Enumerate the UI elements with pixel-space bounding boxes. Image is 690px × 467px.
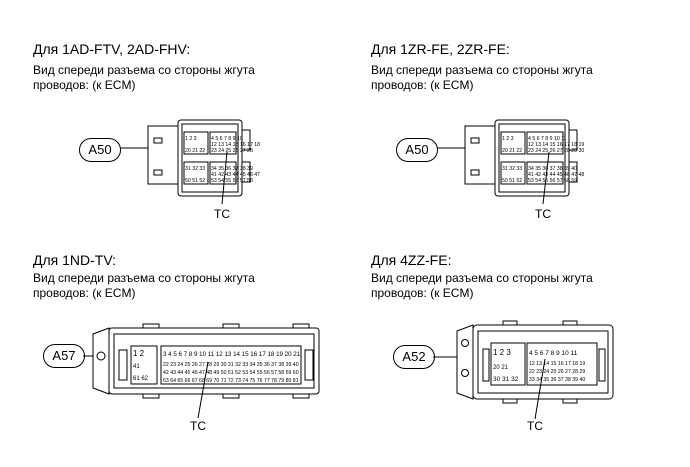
- section-description: Вид спереди разъема со стороны жгута про…: [371, 63, 593, 93]
- svg-text:41 42 43 44 45 46 47 48: 41 42 43 44 45 46 47 48: [528, 172, 584, 178]
- svg-text:4 5 6 7 8 9 10: 4 5 6 7 8 9 10: [211, 136, 243, 142]
- svg-text:31 32 33: 31 32 33: [185, 166, 205, 172]
- svg-text:3 4 5 6 7 8 9 10 11 12 13 14 1: 3 4 5 6 7 8 9 10 11 12 13 14 15 16 17 18…: [163, 351, 301, 358]
- svg-text:1 2 3: 1 2 3: [185, 136, 197, 142]
- svg-text:34 35 36 37 38 39 40: 34 35 36 37 38 39 40: [528, 166, 577, 172]
- section-description: Вид спереди разъема со стороны жгута про…: [33, 63, 255, 93]
- terminal-label: TC: [190, 419, 206, 433]
- connector-code: A52: [402, 349, 426, 364]
- svg-text:20 21 22: 20 21 22: [185, 148, 205, 154]
- svg-text:34 35 36 37 38 39: 34 35 36 37 38 39: [211, 166, 253, 172]
- svg-text:50 51 52: 50 51 52: [185, 178, 205, 184]
- section-title: Для 1AD-FTV, 2AD-FHV:: [33, 41, 191, 57]
- connector-code: A50: [405, 142, 429, 157]
- description-line-1: Вид спереди разъема со стороны жгута: [371, 271, 593, 285]
- svg-text:22 23 24 25 26 27 28 29: 22 23 24 25 26 27 28 29: [529, 369, 585, 375]
- svg-text:42 43 44 45 46 47 48 49 50 51: 42 43 44 45 46 47 48 49 50 51 52 53 54 5…: [163, 370, 299, 376]
- svg-text:53 54 55 56 57 58 59: 53 54 55 56 57 58 59: [528, 178, 577, 184]
- svg-text:50 51 52: 50 51 52: [502, 178, 522, 184]
- svg-text:23 24 25 26 27 28: 23 24 25 26 27 28: [211, 148, 253, 154]
- terminal-label: TC: [535, 207, 551, 221]
- connector-diagram: 1 2 41 61 62 3 4 5 6 7 8 9 10 11 12 13 1…: [83, 323, 320, 419]
- connector-code: A57: [52, 348, 76, 363]
- connector-code: A50: [88, 142, 112, 157]
- description-line-1: Вид спереди разъема со стороны жгута: [371, 63, 593, 77]
- svg-text:61 62: 61 62: [133, 376, 149, 382]
- section-title: Для 4ZZ-FE:: [371, 252, 452, 268]
- connector-callout: A52: [393, 345, 435, 369]
- svg-text:41 42 43 44 45 46 47: 41 42 43 44 45 46 47: [211, 172, 260, 178]
- description-line-1: Вид спереди разъема со стороны жгута: [33, 271, 255, 285]
- section-title: Для 1ND-TV:: [33, 252, 117, 268]
- description-line-2: проводов: (к ECM): [33, 286, 136, 300]
- svg-text:63 64 65 66 67 68 69 70 71 72: 63 64 65 66 67 68 69 70 71 72 73 74 75 7…: [163, 378, 299, 384]
- svg-text:1 2: 1 2: [133, 349, 145, 358]
- svg-text:22 23 24 25 26 27 28 29 30 31: 22 23 24 25 26 27 28 29 30 31 32 33 34 3…: [163, 362, 299, 368]
- svg-text:4 5 6 7 8 9 10 11: 4 5 6 7 8 9 10 11: [529, 350, 578, 357]
- section-title: Для 1ZR-FE, 2ZR-FE:: [371, 41, 510, 57]
- terminal-label: TC: [527, 419, 543, 433]
- description-line-1: Вид спереди разъема со стороны жгута: [33, 63, 255, 77]
- svg-text:33 34 35 36 37 38 39 40: 33 34 35 36 37 38 39 40: [529, 377, 585, 383]
- description-line-2: проводов: (к ECM): [371, 78, 474, 92]
- svg-text:30 31 32: 30 31 32: [493, 376, 519, 383]
- connector-diagram: 1 2 3 4 5 6 7 8 9 10 11 12 13 14 15 16 1…: [437, 119, 584, 205]
- description-line-2: проводов: (к ECM): [33, 78, 136, 92]
- svg-text:23 24 25 26 27 28 29 30: 23 24 25 26 27 28 29 30: [528, 148, 584, 154]
- connector-callout: A50: [79, 138, 121, 162]
- svg-text:53 54 55 56 57 58: 53 54 55 56 57 58: [211, 178, 253, 184]
- section-description: Вид спереди разъема со стороны жгута про…: [371, 271, 593, 301]
- connector-diagram: 1 2 3 20 21 30 31 32 4 5 6 7 8 9 10 11 1…: [433, 320, 614, 420]
- svg-text:12 13 14 15 16 17 18 19: 12 13 14 15 16 17 18 19: [529, 361, 585, 367]
- svg-text:41: 41: [133, 364, 140, 370]
- svg-text:12 13 14 15 16 17 18 19: 12 13 14 15 16 17 18 19: [528, 142, 584, 148]
- section-description: Вид спереди разъема со стороны жгута про…: [33, 271, 255, 301]
- svg-text:31 32 33: 31 32 33: [502, 166, 522, 172]
- connector-callout: A50: [396, 138, 438, 162]
- svg-text:20 21: 20 21: [493, 365, 509, 371]
- terminal-label: TC: [214, 207, 230, 221]
- description-line-2: проводов: (к ECM): [371, 286, 474, 300]
- svg-text:4 5 6 7 8 9 10 11: 4 5 6 7 8 9 10 11: [528, 136, 567, 142]
- svg-text:1 2 3: 1 2 3: [502, 136, 514, 142]
- svg-text:12 13 14 15 16 17 18: 12 13 14 15 16 17 18: [211, 142, 260, 148]
- svg-text:20 21 22: 20 21 22: [502, 148, 522, 154]
- connector-diagram: 1 2 3 4 5 6 7 8 9 10 12 13 14 15 16 17 1…: [120, 119, 260, 205]
- connector-callout: A57: [43, 344, 85, 368]
- svg-text:1 2 3: 1 2 3: [493, 348, 511, 357]
